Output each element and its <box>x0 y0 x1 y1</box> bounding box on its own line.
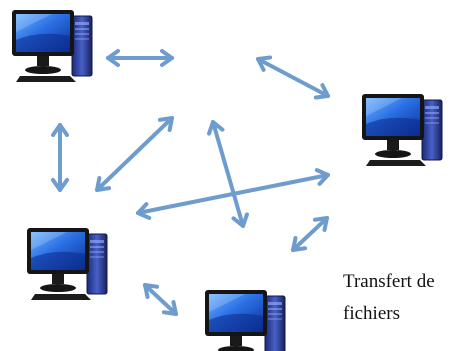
caption-line-1: Transfert de <box>343 271 435 292</box>
computer-2-icon <box>361 93 443 167</box>
caption-line-2: fichiers <box>343 303 400 324</box>
computer-1-icon <box>11 9 93 83</box>
transfer-arrow-7 <box>291 216 329 252</box>
caption-transfert-de-fichiers: Transfert de fichiers <box>343 266 461 330</box>
transfer-arrow-3 <box>51 123 69 192</box>
transfer-arrow-8 <box>143 283 178 316</box>
transfer-arrow-2 <box>256 55 330 100</box>
transfer-arrow-1 <box>106 49 174 67</box>
transfer-arrow-6 <box>136 168 330 220</box>
transfer-arrow-5 <box>207 120 249 228</box>
computer-3-icon <box>26 227 108 301</box>
transfer-arrow-4 <box>95 116 174 192</box>
computer-4-icon <box>204 289 286 351</box>
